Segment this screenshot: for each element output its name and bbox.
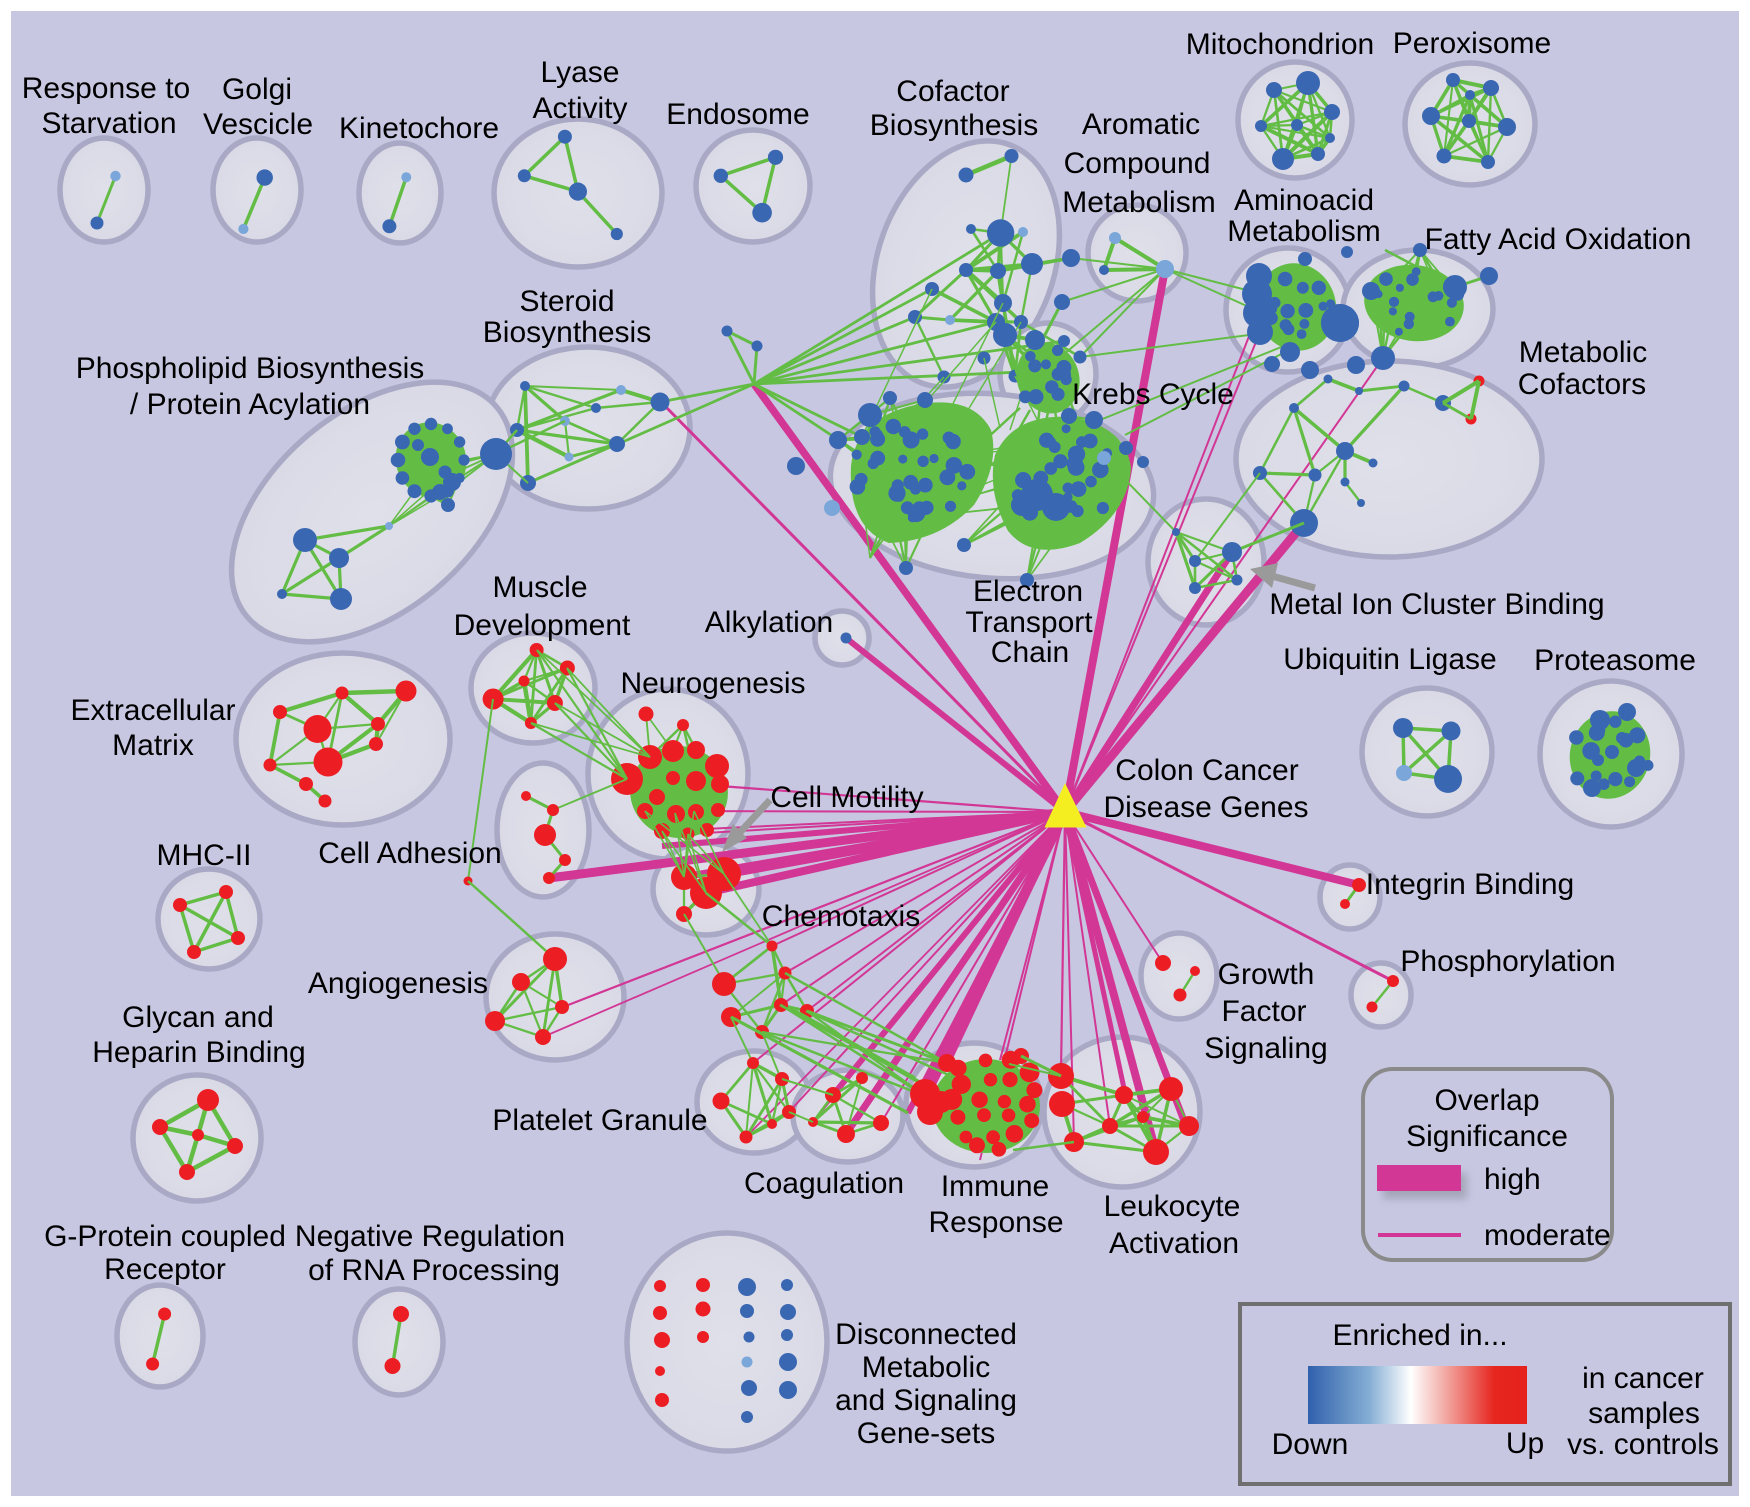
svg-text:Mitochondrion: Mitochondrion [1186, 28, 1374, 61]
svg-text:vs. controls: vs. controls [1567, 1428, 1719, 1461]
svg-text:Peroxisome: Peroxisome [1393, 27, 1551, 60]
svg-text:Aminoacid: Aminoacid [1234, 184, 1374, 217]
svg-text:Heparin Binding: Heparin Binding [92, 1036, 305, 1069]
svg-text:Growth: Growth [1218, 958, 1315, 991]
svg-text:samples: samples [1588, 1397, 1700, 1430]
svg-text:moderate: moderate [1484, 1219, 1611, 1252]
svg-text:Alkylation: Alkylation [705, 606, 833, 639]
svg-text:Receptor: Receptor [104, 1253, 226, 1286]
svg-text:Gene-sets: Gene-sets [857, 1417, 995, 1450]
svg-text:high: high [1484, 1163, 1541, 1196]
svg-text:Phospholipid Biosynthesis: Phospholipid Biosynthesis [76, 352, 425, 385]
svg-text:Endosome: Endosome [666, 98, 809, 131]
svg-text:Compound: Compound [1064, 147, 1211, 180]
svg-text:Response to: Response to [22, 72, 190, 105]
svg-text:Proteasome: Proteasome [1534, 644, 1696, 677]
svg-text:Activity: Activity [532, 92, 627, 125]
svg-text:Metabolic: Metabolic [862, 1351, 990, 1384]
svg-text:Platelet Granule: Platelet Granule [492, 1104, 707, 1137]
svg-text:Muscle: Muscle [492, 571, 587, 604]
svg-text:Metabolism: Metabolism [1062, 186, 1215, 219]
svg-text:Biosynthesis: Biosynthesis [483, 316, 651, 349]
svg-text:of RNA Processing: of RNA Processing [308, 1254, 560, 1287]
svg-text:Starvation: Starvation [41, 107, 176, 140]
svg-text:Significance: Significance [1406, 1120, 1568, 1153]
svg-text:Steroid: Steroid [519, 285, 614, 318]
svg-text:Cell Motility: Cell Motility [770, 781, 923, 814]
svg-text:Coagulation: Coagulation [744, 1167, 904, 1200]
svg-text:Angiogenesis: Angiogenesis [308, 967, 488, 1000]
svg-text:Integrin Binding: Integrin Binding [1366, 868, 1574, 901]
svg-text:Krebs Cycle: Krebs Cycle [1072, 378, 1234, 411]
svg-text:Aromatic: Aromatic [1082, 108, 1200, 141]
svg-text:Matrix: Matrix [112, 729, 194, 762]
svg-text:Colon Cancer: Colon Cancer [1115, 754, 1298, 787]
svg-text:Neurogenesis: Neurogenesis [620, 667, 805, 700]
svg-text:Disconnected: Disconnected [835, 1318, 1017, 1351]
svg-text:Activation: Activation [1109, 1227, 1239, 1260]
svg-text:Golgi: Golgi [222, 73, 292, 106]
svg-text:Vescicle: Vescicle [203, 108, 313, 141]
svg-text:Chain: Chain [991, 636, 1069, 669]
svg-text:Development: Development [454, 609, 631, 642]
svg-text:Biosynthesis: Biosynthesis [870, 109, 1038, 142]
svg-text:Cell Adhesion: Cell Adhesion [318, 837, 501, 870]
svg-text:Chemotaxis: Chemotaxis [762, 900, 920, 933]
svg-text:Metal Ion Cluster Binding: Metal Ion Cluster Binding [1269, 588, 1604, 621]
svg-text:Factor: Factor [1221, 995, 1306, 1028]
svg-text:Glycan and: Glycan and [122, 1001, 274, 1034]
svg-text:Enriched in...: Enriched in... [1332, 1319, 1507, 1352]
svg-text:Metabolic: Metabolic [1519, 336, 1647, 369]
svg-text:Negative Regulation: Negative Regulation [295, 1220, 565, 1253]
svg-text:Immune: Immune [941, 1170, 1049, 1203]
svg-text:/ Protein Acylation: / Protein Acylation [130, 388, 370, 421]
svg-text:Response: Response [928, 1206, 1063, 1239]
svg-text:Cofactors: Cofactors [1518, 368, 1646, 401]
svg-text:Overlap: Overlap [1434, 1084, 1539, 1117]
svg-text:Electron: Electron [973, 575, 1083, 608]
svg-text:Down: Down [1272, 1428, 1349, 1461]
svg-text:in cancer: in cancer [1582, 1362, 1704, 1395]
svg-text:Phosphorylation: Phosphorylation [1400, 945, 1615, 978]
svg-text:Extracellular: Extracellular [70, 694, 235, 727]
svg-text:Ubiquitin Ligase: Ubiquitin Ligase [1283, 643, 1496, 676]
svg-text:Up: Up [1506, 1427, 1544, 1460]
svg-text:MHC-II: MHC-II [157, 839, 252, 872]
svg-text:Transport: Transport [965, 606, 1093, 639]
svg-text:Signaling: Signaling [1204, 1032, 1327, 1065]
svg-text:Kinetochore: Kinetochore [339, 112, 499, 145]
svg-text:Leukocyte: Leukocyte [1104, 1190, 1241, 1223]
svg-text:Lyase: Lyase [541, 56, 620, 89]
svg-text:Fatty Acid Oxidation: Fatty Acid Oxidation [1425, 223, 1692, 256]
svg-text:Metabolism: Metabolism [1227, 215, 1380, 248]
svg-text:and Signaling: and Signaling [835, 1384, 1017, 1417]
svg-text:G-Protein coupled: G-Protein coupled [44, 1220, 286, 1253]
svg-text:Cofactor: Cofactor [896, 75, 1009, 108]
svg-text:Disease Genes: Disease Genes [1103, 791, 1308, 824]
